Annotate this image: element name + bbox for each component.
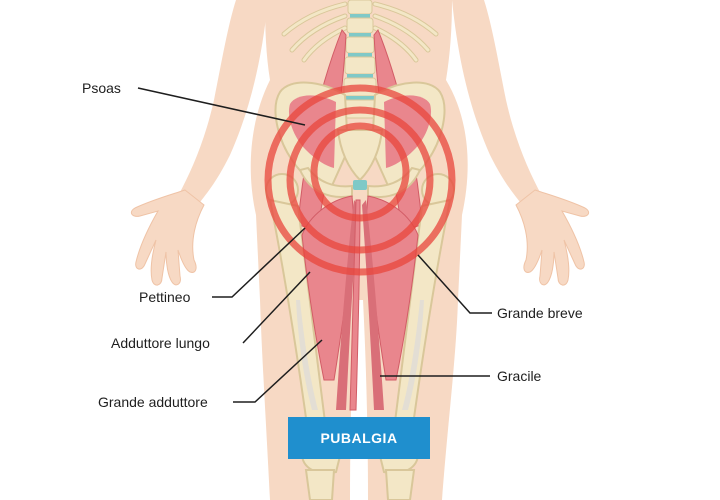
- left-hand: [130, 189, 205, 286]
- disc: [346, 96, 374, 100]
- disc: [348, 53, 372, 57]
- pain-ring-middle: [286, 106, 434, 254]
- pubalgia-badge: PUBALGIA: [288, 417, 430, 459]
- rib-cage-fill: [282, 2, 438, 62]
- vertebra: [344, 56, 376, 75]
- label-psoas: Psoas: [82, 80, 121, 96]
- tibia-right: [384, 469, 416, 500]
- disc: [349, 33, 371, 37]
- thigh-shadow-right: [402, 300, 424, 410]
- pain-rings: [264, 84, 456, 276]
- knees: [300, 455, 420, 500]
- leader-adduttore-lungo: [242, 271, 311, 344]
- tibia-left: [304, 469, 336, 500]
- right-hand: [515, 189, 590, 286]
- label-grande-breve: Grande breve: [497, 305, 583, 321]
- disc: [347, 74, 373, 78]
- leader-lines: [137, 87, 492, 403]
- rib-left-2-fill: [290, 14, 347, 52]
- pain-ring-inner: [310, 122, 410, 222]
- rib-left-3-fill: [302, 26, 347, 62]
- left-arm: [178, 0, 268, 205]
- disc: [350, 14, 370, 18]
- label-adduttore-lungo: Adduttore lungo: [111, 335, 210, 351]
- leader-grande-adduttore: [233, 339, 323, 403]
- adductor-muscles: [296, 195, 424, 411]
- rib-right-2-fill: [373, 14, 430, 52]
- leader-psoas: [137, 87, 306, 126]
- rib-right-1-fill: [373, 2, 438, 36]
- thigh-shadow-left: [296, 300, 318, 410]
- vertebra: [347, 0, 373, 15]
- label-pettineo: Pettineo: [139, 289, 191, 305]
- label-grande-adduttore: Grande adduttore: [98, 394, 208, 410]
- rib-right-3-fill: [373, 26, 418, 62]
- label-gracile: Gracile: [497, 368, 542, 384]
- sacrum: [336, 129, 384, 182]
- pain-ring-outer: [264, 84, 456, 276]
- leader-grande-breve: [417, 254, 492, 314]
- pubic-symphysis: [353, 180, 367, 190]
- vertebra: [346, 17, 374, 34]
- rib-left-1-fill: [282, 2, 347, 36]
- vertebra: [345, 36, 375, 54]
- leader-pettineo: [212, 227, 306, 298]
- right-arm: [452, 0, 542, 205]
